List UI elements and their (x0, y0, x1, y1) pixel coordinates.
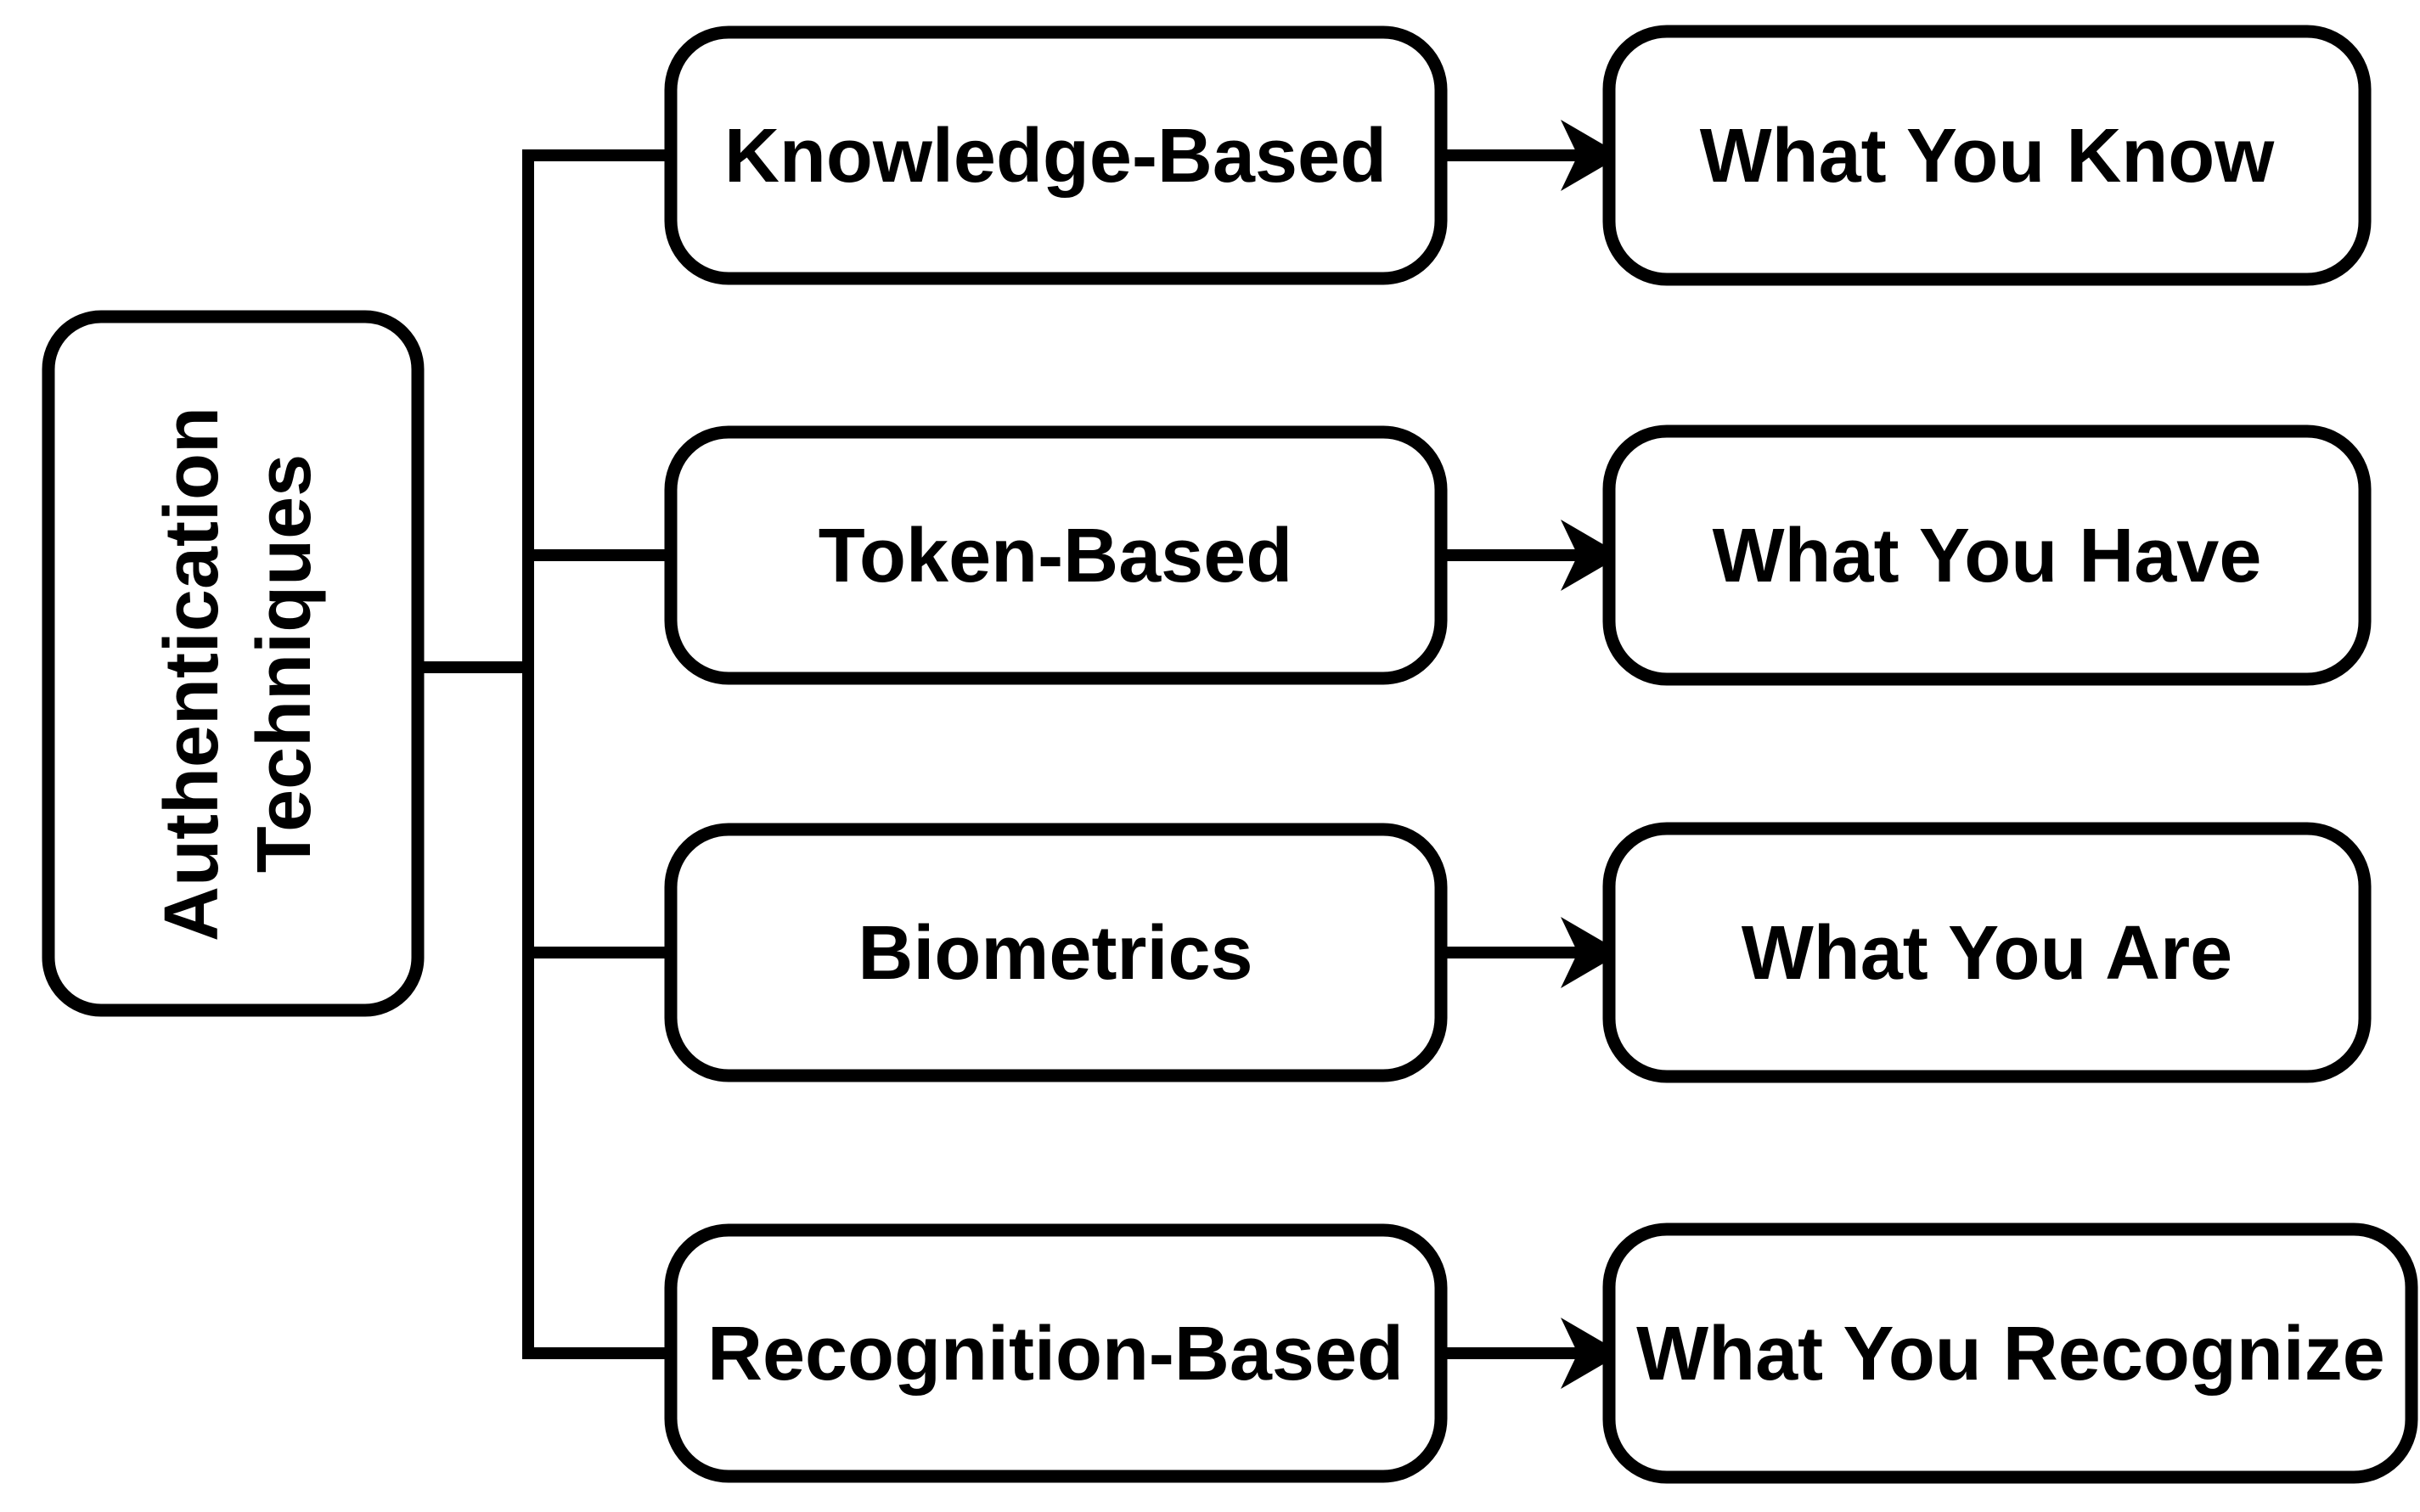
outcome-label-row2: What You Have (1713, 514, 2262, 599)
node-what-you-are (1602, 822, 2372, 1083)
node-what-you-recognize (1602, 1223, 2418, 1484)
connector-trunk (522, 149, 679, 1359)
node-authentication-techniques (42, 310, 425, 1017)
arrowhead-row4 (1561, 1318, 1622, 1389)
category-label-row4: Recognition-Based (707, 1312, 1404, 1397)
outcome-label-row3: What You Are (1742, 911, 2232, 996)
category-label-row3: Biometrics (858, 911, 1252, 996)
node-what-you-have (1602, 424, 2372, 686)
arrowhead-row3 (1561, 917, 1622, 988)
category-label-row1: Knowledge-Based (724, 114, 1387, 199)
node-token-based (664, 425, 1448, 685)
arrowhead-row2 (1561, 520, 1622, 591)
outcome-label-row4: What You Recognize (1636, 1312, 2385, 1397)
node-biometrics (664, 823, 1448, 1082)
node-recognition-based (664, 1223, 1448, 1483)
arrowhead-row1 (1561, 120, 1622, 191)
outcome-label-row1: What You Know (1700, 114, 2276, 199)
node-what-you-know (1602, 25, 2372, 286)
node-knowledge-based (664, 25, 1448, 285)
category-label-row2: Token-Based (819, 514, 1292, 599)
root-node-label: Authentication Techniques (149, 385, 327, 941)
